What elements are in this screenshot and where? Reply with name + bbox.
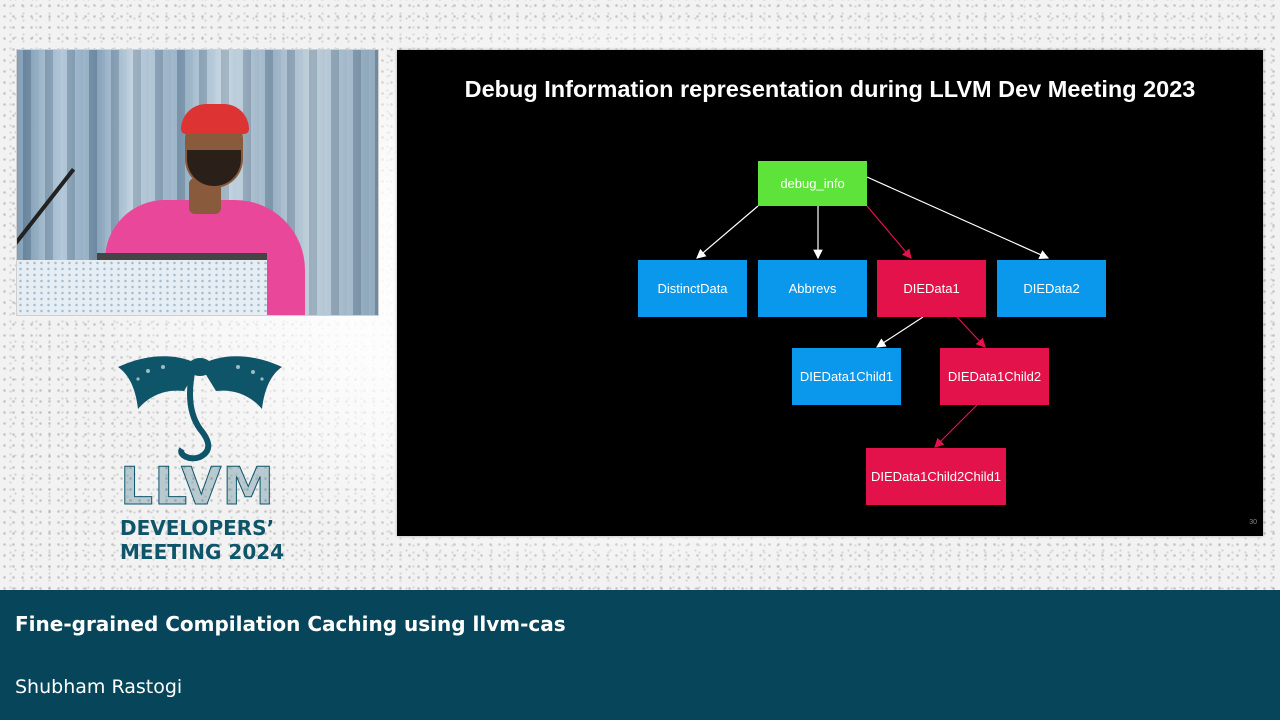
edge-debug_info-to-die2 — [867, 177, 1048, 258]
edge-die1-to-die1child2 — [957, 317, 985, 347]
talk-title: Fine-grained Compilation Caching using l… — [15, 612, 566, 636]
edge-die1-to-die1child1 — [877, 317, 923, 347]
edge-debug_info-to-distinct — [697, 206, 758, 258]
lectern — [17, 260, 267, 316]
node-debug-info: debug_info — [758, 161, 867, 206]
edge-debug_info-to-die1 — [867, 206, 911, 258]
slide-number: 30 — [1249, 519, 1257, 526]
speaker-video — [16, 49, 379, 316]
node-distinct-data: DistinctData — [638, 260, 747, 317]
node-diedata1-child1: DIEData1Child1 — [792, 348, 901, 405]
logo-line-meeting: MEETING 2024 — [120, 541, 290, 563]
node-diedata1-child2: DIEData1Child2 — [940, 348, 1049, 405]
lower-third-banner: Fine-grained Compilation Caching using l… — [0, 590, 1280, 720]
edge-die1child2-to-die1child2child1 — [935, 405, 977, 447]
node-diedata1-child2-child1: DIEData1Child2Child1 — [866, 448, 1006, 505]
node-diedata1: DIEData1 — [877, 260, 986, 317]
dragon-icon — [108, 345, 292, 463]
node-diedata2: DIEData2 — [997, 260, 1106, 317]
speaker-name: Shubham Rastogi — [15, 676, 182, 698]
speaker-cap — [181, 104, 249, 134]
logo-line-developers: DEVELOPERS’ — [120, 517, 290, 539]
logo-wordmark: LLVM — [120, 459, 290, 515]
presentation-slide: Debug Information representation during … — [397, 50, 1263, 536]
llvm-logo: LLVM LLVM DEVELOPERS’ MEETING 2024 — [100, 345, 300, 575]
node-abbrevs: Abbrevs — [758, 260, 867, 317]
